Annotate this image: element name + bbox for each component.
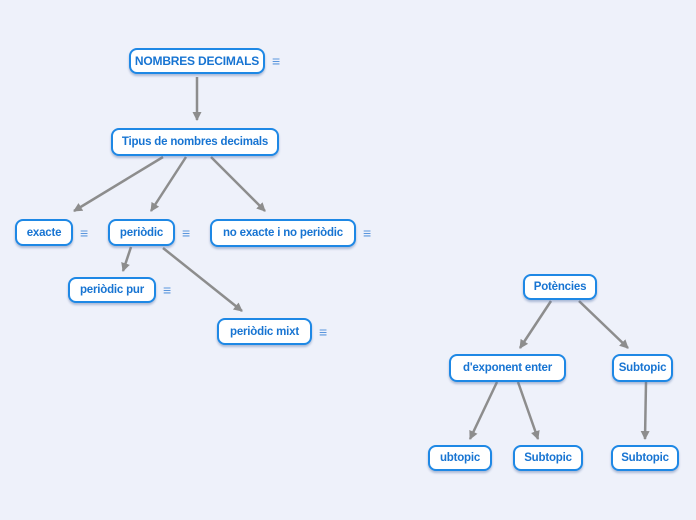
node-label: Potències <box>533 281 587 293</box>
node-no-exacte-i-no-periodic[interactable]: no exacte i no periòdic ≡ <box>210 219 371 247</box>
node-tipus-de-nombres-decimals[interactable]: Tipus de nombres decimals <box>111 128 279 156</box>
node-periodic[interactable]: periòdic ≡ <box>108 219 190 246</box>
connector-exponent-ubtopic <box>468 381 499 440</box>
node-label: Subtopic <box>524 452 572 464</box>
connector-periodic-mixt <box>162 247 243 312</box>
node-label: exacte <box>26 226 62 239</box>
node-label: ubtopic <box>439 452 481 464</box>
connector-potencies-exponent <box>518 300 553 349</box>
menu-icon[interactable]: ≡ <box>363 225 371 241</box>
menu-icon[interactable]: ≡ <box>272 53 280 69</box>
node-label: NOMBRES DECIMALS <box>134 54 260 68</box>
connector-tipus-exacte <box>73 155 164 213</box>
node-d-exponent-enter[interactable]: d'exponent enter <box>449 354 566 382</box>
connector-tipus-noexacte <box>210 156 266 212</box>
node-label: d'exponent enter <box>463 362 552 374</box>
node-label: Subtopic <box>621 452 669 464</box>
node-label: Subtopic <box>618 362 667 374</box>
node-subtopic-bottom-right[interactable]: Subtopic <box>611 445 679 471</box>
menu-icon[interactable]: ≡ <box>163 282 171 298</box>
node-label: periòdic <box>119 226 164 239</box>
connector-subtopic-subtopic <box>640 381 650 440</box>
node-label: periòdic mixt <box>230 325 299 338</box>
node-potencies[interactable]: Potències <box>523 274 597 300</box>
node-label: no exacte i no periòdic <box>222 227 343 239</box>
node-periodic-pur[interactable]: periòdic pur ≡ <box>68 277 171 303</box>
menu-icon[interactable]: ≡ <box>80 224 88 241</box>
node-label: Tipus de nombres decimals <box>121 136 269 148</box>
connector-potencies-subtopic <box>578 300 629 349</box>
node-periodic-mixt[interactable]: periòdic mixt ≡ <box>217 318 327 345</box>
menu-icon[interactable]: ≡ <box>319 323 327 340</box>
node-label: periòdic pur <box>79 284 145 296</box>
node-subtopic-middle[interactable]: Subtopic <box>513 445 583 471</box>
connector-periodic-pur <box>121 246 133 272</box>
menu-icon[interactable]: ≡ <box>182 224 190 241</box>
node-nombres-decimals[interactable]: NOMBRES DECIMALS ≡ <box>129 48 280 74</box>
connector-tipus-periodic <box>149 156 188 212</box>
node-ubtopic[interactable]: ubtopic <box>428 445 492 471</box>
node-subtopic-right[interactable]: Subtopic <box>612 354 673 382</box>
node-exacte[interactable]: exacte ≡ <box>15 219 88 246</box>
connector-exponent-subtopic <box>516 381 540 440</box>
